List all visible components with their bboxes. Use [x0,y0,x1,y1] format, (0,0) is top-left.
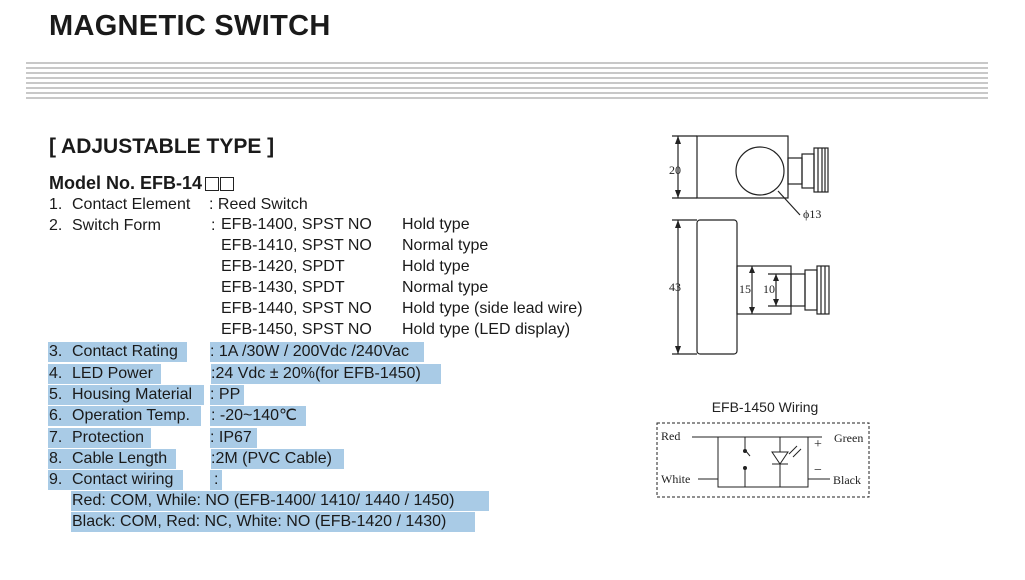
spec-label: Switch Form [72,217,161,234]
highlight [48,364,161,384]
highlight [210,406,306,426]
dimension-15: 15 [739,282,751,296]
highlight [210,385,244,405]
model-digit-box [205,176,220,191]
highlight [210,428,257,448]
highlight [210,342,424,362]
highlight [48,406,201,426]
spec-num: 1. [49,196,63,213]
polarity-plus: + [814,437,822,452]
model-number: Model No. EFB-14 [49,173,235,194]
highlight [48,470,183,490]
side-view-body [696,219,738,355]
dimension-10: 10 [763,282,775,296]
dimension-20: 20 [669,163,681,177]
page-title: MAGNETIC SWITCH [49,10,331,42]
highlight [71,491,489,511]
highlight [210,470,222,490]
spec-label: Contact Element [72,196,191,213]
top-view-hole [735,146,785,196]
wire-white-label: White [661,472,690,486]
dimension-phi13: ϕ13 [803,207,821,221]
wiring-title: EFB-1450 Wiring [712,399,819,415]
wiring-border [656,422,870,498]
wiring-diagram: EFB-1450 Wiring Red White Green Black + … [656,399,870,498]
polarity-minus: − [814,463,822,478]
header-rule-band [26,62,988,102]
wire-black-label: Black [833,473,861,487]
dimension-43: 43 [669,280,681,294]
highlight [48,449,176,469]
highlight [211,449,344,469]
wire-red-label: Red [661,429,680,443]
top-view-body [696,135,789,199]
highlight [71,512,475,532]
spec-colon: : [211,217,216,234]
dimension-drawing: 20 43 15 10 ϕ13 [669,135,830,355]
spec-value: : Reed Switch [209,196,308,213]
section-title: [ ADJUSTABLE TYPE ] [49,135,275,158]
wire-green-label: Green [834,431,863,445]
highlight [48,342,187,362]
model-digit-box [220,176,235,191]
highlight [48,428,151,448]
model-number-label: Model No. EFB-14 [49,173,203,193]
highlight [211,364,441,384]
spec-num: 2. [49,217,63,234]
highlight [48,385,204,405]
